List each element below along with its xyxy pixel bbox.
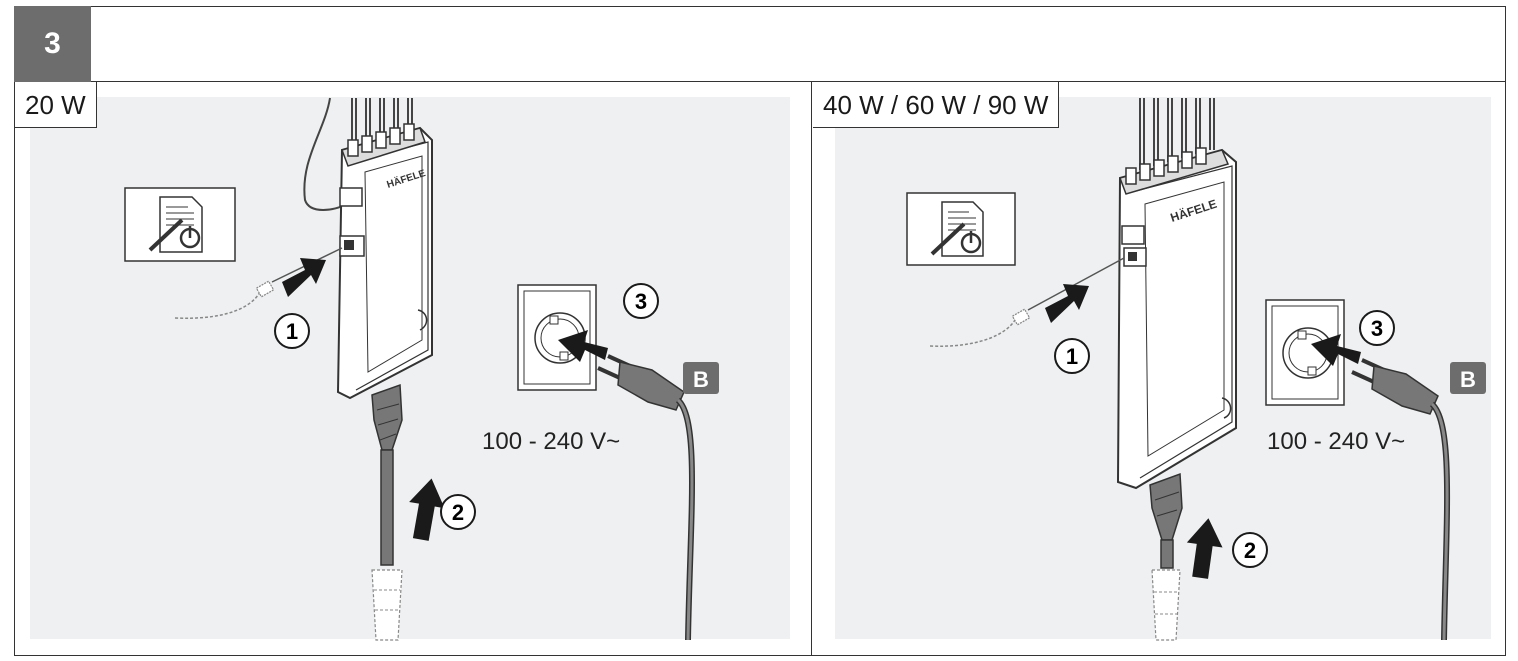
callout-1: 1 [1066,344,1078,369]
panel-20w-voltage: 100 - 240 V~ [482,428,621,455]
arrow-icon [282,258,326,297]
document-screwdriver-power-icon [124,187,236,262]
callout-2: 2 [452,500,464,525]
rj-connector-icon [255,280,275,298]
callout-3: 3 [1371,316,1383,341]
arrow-icon [1045,284,1089,323]
power-supply-icon: HÄFELE [336,123,433,400]
step-frame [14,6,1506,656]
panel-40-90w-voltage: 100 - 240 V~ [1267,428,1406,455]
plug-label-badge [1450,362,1486,394]
euro-plug-icon [1351,358,1451,641]
step-number-badge: 3 [14,6,91,82]
plug-label-badge [683,362,719,394]
panel-20w-illustration: HÄFELE [124,97,719,641]
power-supply-icon: HÄFELE [1116,147,1237,490]
plug-label-text: B [693,367,709,392]
arrow-icon [1311,334,1361,366]
euro-plug-icon [597,354,695,641]
callout-1: 1 [286,319,298,344]
document-screwdriver-power-icon [906,192,1016,266]
panel-40-90w-label: 40 W / 60 W / 90 W [813,82,1060,128]
rj-connector-icon [1011,308,1031,326]
output-wires [1139,98,1215,170]
plug-label-text: B [1460,367,1476,392]
mains-cable [1149,472,1183,641]
mains-cable [371,383,403,641]
callout-3: 3 [635,289,647,314]
panel-divider [811,81,812,656]
callout-2: 2 [1244,538,1256,563]
header-divider [14,81,1506,82]
panel-20w-label: 20 W [15,82,97,128]
sensor-cable-dashed [929,319,1016,347]
arrow-icon [409,478,445,541]
arrow-icon [558,330,608,362]
sensor-cable-dashed [174,291,261,319]
arrow-icon [1186,518,1223,579]
